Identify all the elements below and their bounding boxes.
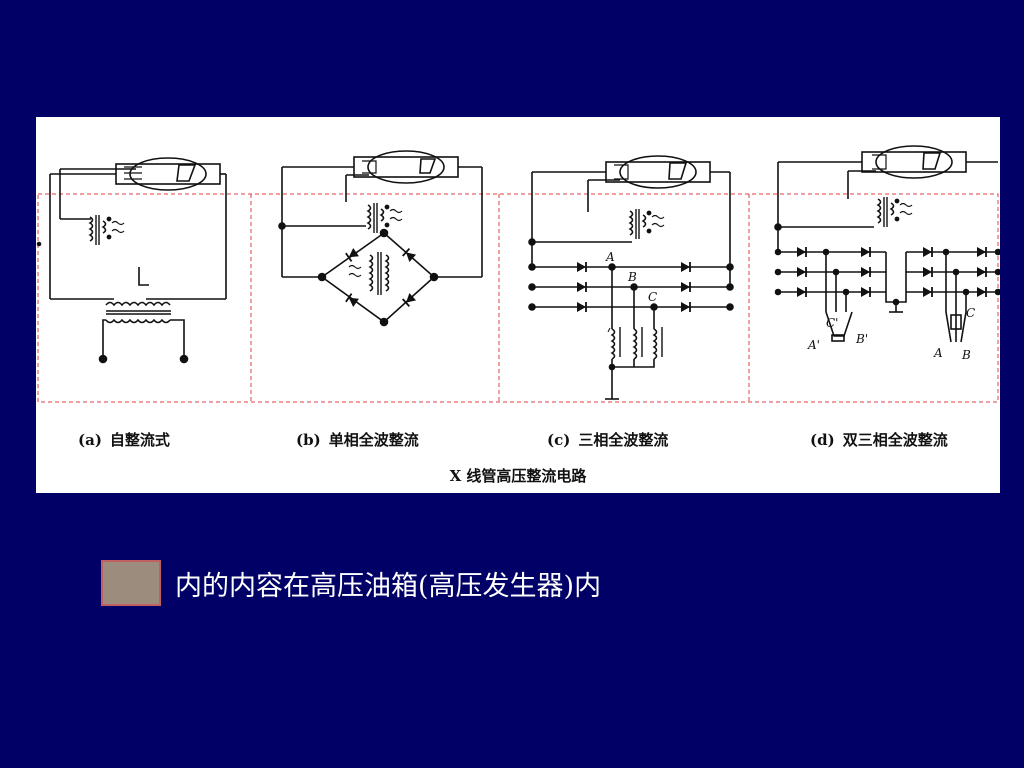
panel-a-text: 自整流式 [109, 431, 170, 449]
label-d-B: B [961, 348, 971, 362]
panel-d-text: 双三相全波整流 [842, 431, 948, 449]
label-c-B: B [627, 270, 637, 284]
label-d-B1: B' [855, 332, 868, 346]
panel-d-label: (d) [810, 431, 835, 449]
panel-c-label: (c) [547, 431, 571, 449]
panel-d-circuit [774, 145, 1000, 343]
panel-b-text: 单相全波整流 [328, 431, 419, 449]
panel-c-text: 三相全波整流 [578, 431, 669, 449]
circuit-figure: A B C C' A' B' C A B (a) 自整流式 (b) 单相全波整流 (… [36, 117, 1000, 493]
label-c-A: A [605, 250, 615, 264]
legend-text: 内的内容在高压油箱(高压发生器)内 [175, 570, 602, 602]
panel-a-caption: (a) 自整流式 [78, 429, 170, 450]
panel-d-caption: (d) 双三相全波整流 [810, 429, 948, 450]
panel-a-label: (a) [78, 431, 102, 449]
legend-note: 内的内容在高压油箱(高压发生器)内 [101, 560, 601, 606]
panel-c-caption: (c) 三相全波整流 [547, 429, 668, 450]
panel-b-caption: (b) 单相全波整流 [296, 429, 419, 450]
panel-b-circuit [278, 150, 483, 327]
label-d-A1: A' [807, 338, 820, 352]
label-d-C1: C' [826, 316, 838, 330]
panel-b-label: (b) [296, 431, 321, 449]
panel-a-circuit [36, 157, 227, 364]
circuit-diagrams: A B C C' A' B' C A B [36, 145, 1000, 403]
legend-swatch [101, 560, 161, 606]
label-d-A: A [933, 346, 943, 360]
figure-title: X 线管高压整流电路 [449, 467, 587, 485]
hv-tank-boundary [37, 193, 999, 403]
label-d-C: C [966, 306, 975, 320]
label-c-C: C [648, 290, 657, 304]
panel-c-circuit [528, 155, 734, 400]
